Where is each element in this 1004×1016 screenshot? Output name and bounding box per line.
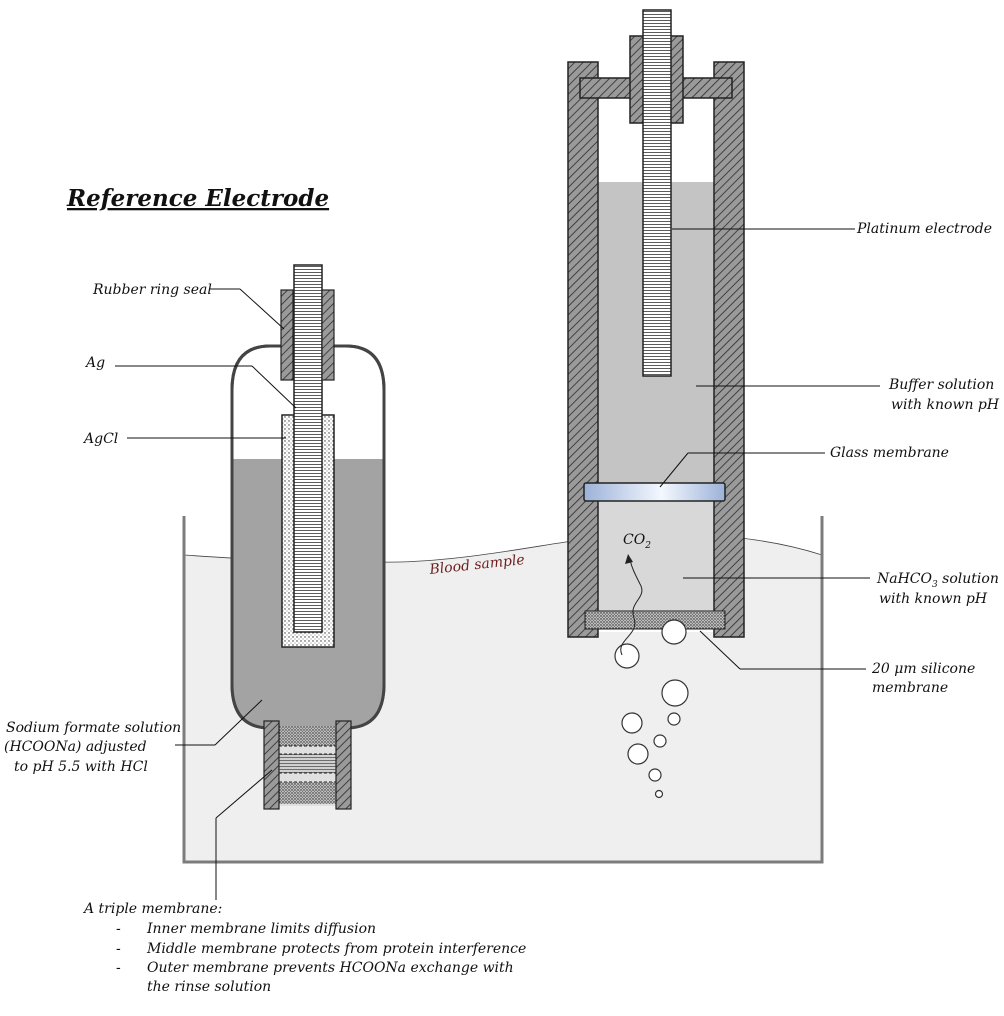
note-inner-membrane: Inner membrane limits diffusion: [146, 921, 376, 937]
pco2-electrode: [567, 9, 745, 638]
arrow-head-icon: [625, 554, 633, 564]
sample-container: [182, 516, 824, 864]
bullet-dash: -: [116, 960, 121, 976]
glass-membrane: [583, 482, 726, 502]
bubble: [614, 643, 640, 669]
bubble: [661, 619, 687, 645]
diagram-title: Reference Electrode: [66, 185, 329, 212]
note-outer-membrane: Outer membrane prevents HCOONa exchange …: [147, 960, 514, 976]
ag-wire: [293, 264, 323, 633]
note-middle-membrane: Middle membrane protects from protein in…: [146, 941, 526, 957]
platinum-electrode: [642, 9, 672, 377]
label-platinum-electrode: Platinum electrode: [856, 221, 992, 237]
co2-bubbles: [614, 619, 689, 799]
label-sodium-formate-line1: Sodium formate solution: [6, 720, 181, 736]
bubble: [621, 712, 643, 734]
bubble: [667, 712, 681, 726]
label-buffer-solution-line2: with known pH: [891, 397, 1000, 413]
inner-membrane: [279, 726, 336, 746]
silicone-membrane: [584, 610, 726, 630]
label-nahco3-line2: with known pH: [879, 591, 988, 607]
nahco3-solution-fill: [598, 500, 714, 612]
label-sodium-formate-line2: (HCOONa) adjusted: [4, 739, 147, 755]
bubble: [648, 768, 662, 782]
electrode-wall-left: [567, 61, 599, 638]
label-sodium-formate-line3: to pH 5.5 with HCl: [14, 759, 148, 775]
label-silicone-membrane-line1: 20 μm silicone: [871, 661, 975, 677]
electrode-wall-right: [713, 61, 745, 638]
bubble: [653, 734, 667, 748]
triple-membrane-heading: A triple membrane:: [82, 901, 222, 917]
outer-membrane: [279, 782, 336, 804]
label-agcl: AgCl: [82, 431, 118, 447]
label-silicone-membrane-line2: membrane: [872, 680, 948, 696]
bubble: [661, 679, 689, 707]
membrane-holder-right: [335, 720, 352, 810]
bubble: [627, 743, 649, 765]
triple-membrane-notes: A triple membrane: - Inner membrane limi…: [82, 901, 526, 995]
label-ag: Ag: [84, 355, 105, 371]
bubble: [654, 789, 664, 799]
bullet-dash: -: [116, 941, 121, 957]
co2-diffusion-arrow: [620, 559, 643, 656]
middle-membrane: [279, 754, 336, 773]
rubber-ring-seal: [280, 289, 294, 381]
bullet-dash: -: [116, 921, 121, 937]
reference-electrode: [230, 264, 386, 810]
membrane-holder-left: [263, 720, 280, 810]
label-buffer-solution-line1: Buffer solution: [888, 377, 994, 393]
label-rubber-ring-seal: Rubber ring seal: [92, 282, 212, 298]
note-outer-membrane-cont: the rinse solution: [147, 979, 271, 995]
label-glass-membrane: Glass membrane: [830, 445, 949, 461]
label-nahco3-line1: NaHCO3 solution: [876, 571, 999, 590]
label-co2: CO2: [623, 532, 651, 551]
